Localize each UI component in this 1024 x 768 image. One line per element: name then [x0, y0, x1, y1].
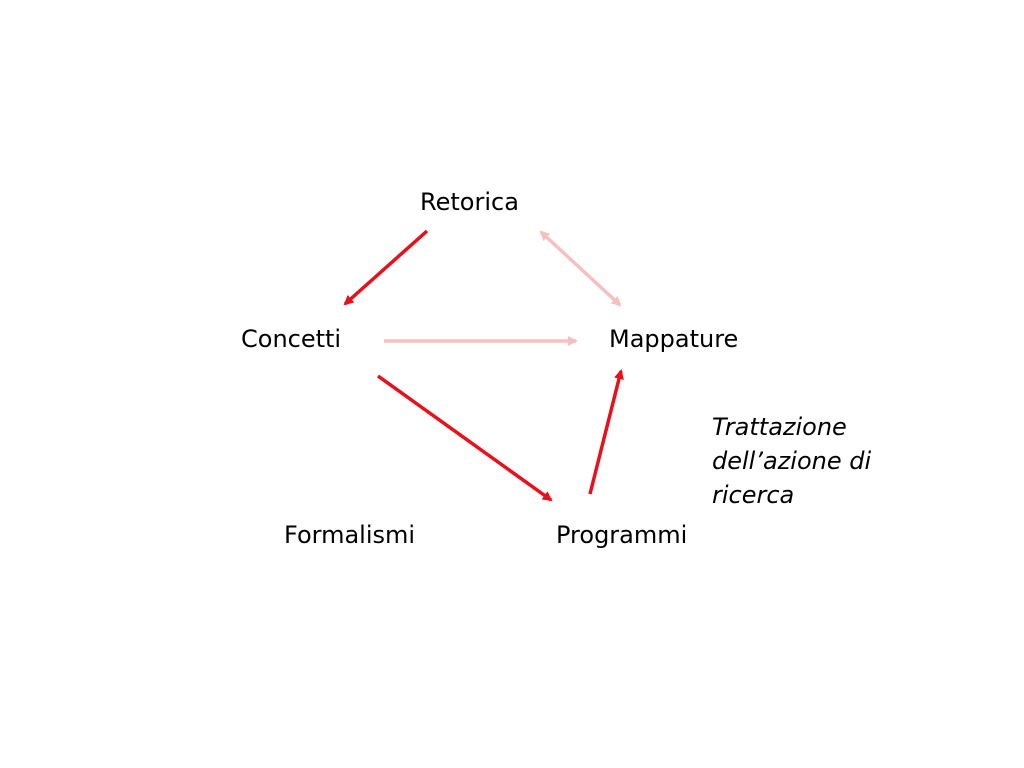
research-note: Trattazione dell’azione di ricerca	[712, 410, 871, 512]
node-programmi: Programmi	[556, 521, 688, 549]
note-line-2: dell’azione di	[712, 447, 872, 475]
node-retorica: Retorica	[420, 188, 519, 216]
node-mappature: Mappature	[609, 325, 739, 353]
arrow-programmi-mappature	[588, 369, 624, 495]
arrow-retorica-mappature	[539, 230, 622, 307]
note-line-3: ricerca	[712, 481, 795, 509]
arrow-retorica-concetti	[343, 229, 429, 306]
note-line-1: Trattazione	[712, 413, 847, 441]
arrow-concetti-programmi	[376, 374, 553, 502]
node-formalismi: Formalismi	[284, 521, 416, 549]
node-concetti: Concetti	[241, 325, 342, 353]
